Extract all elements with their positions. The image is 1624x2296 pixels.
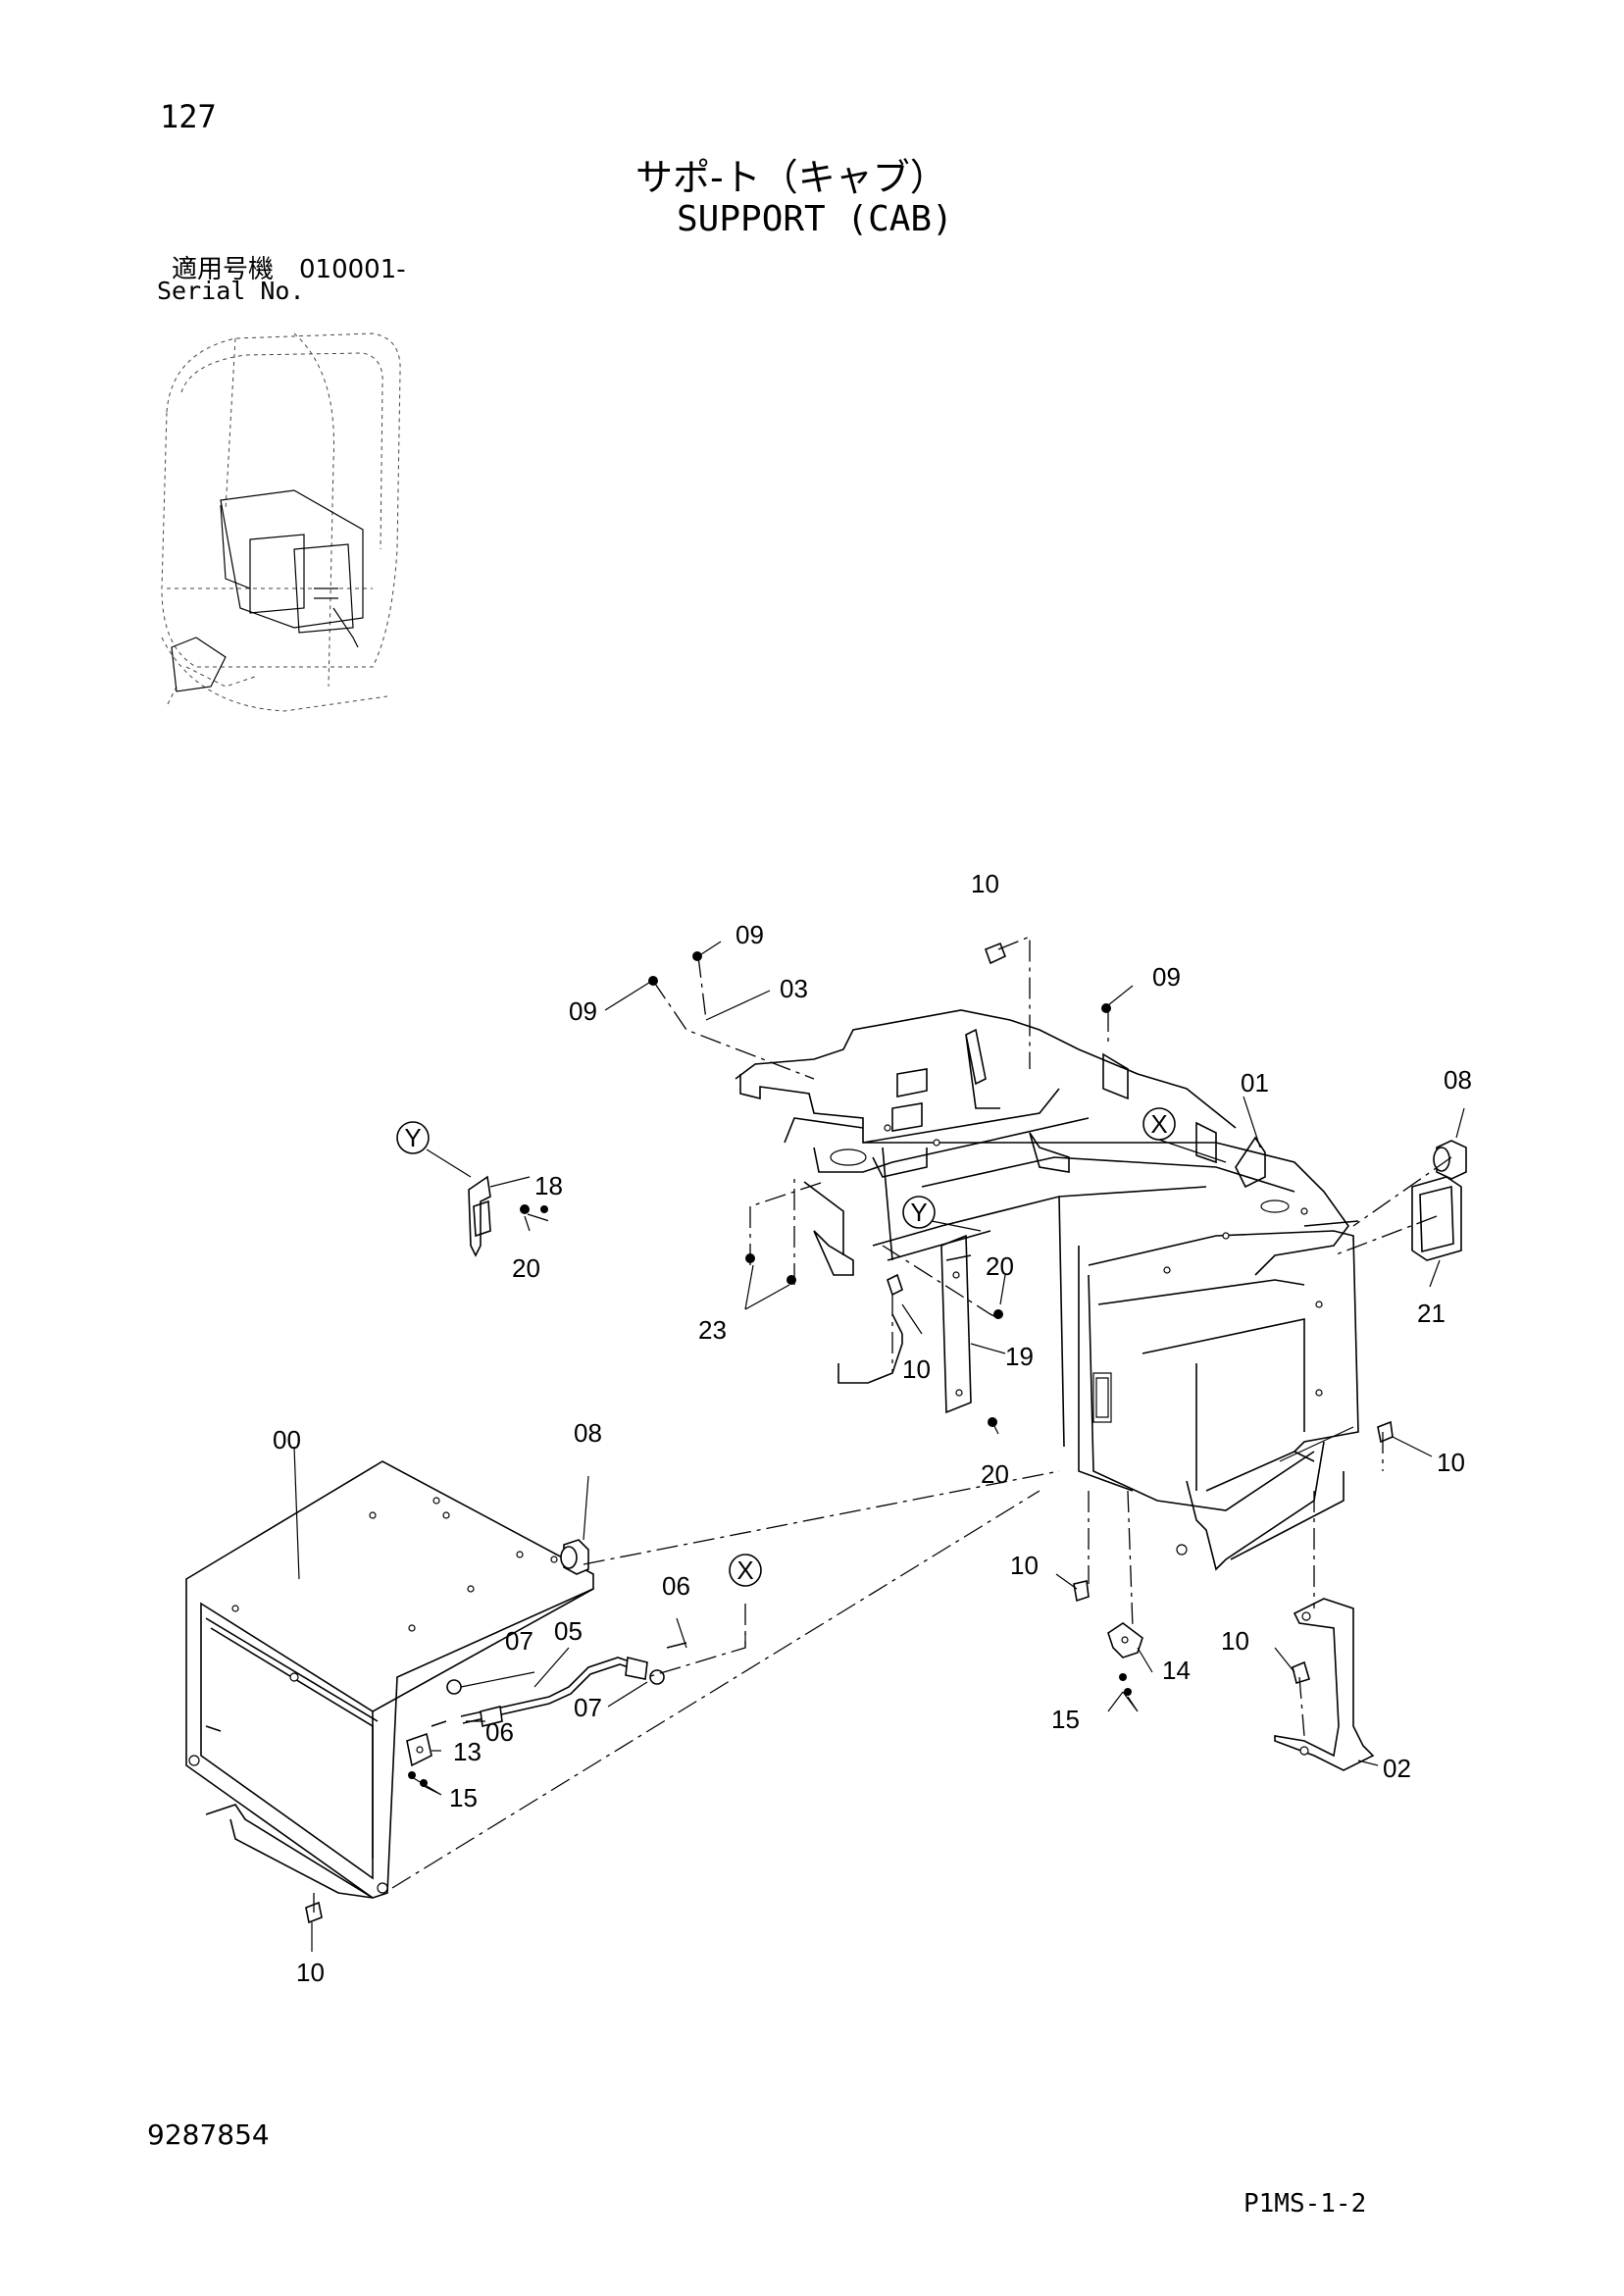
callout-labels: 00 01 02 03 05 06 06 07 07 08 08 09 09 0… (273, 869, 1472, 1987)
callout-01: 01 (1241, 1068, 1269, 1097)
serial-label-japanese: 適用号機 010001- (172, 255, 406, 284)
bolt-markers (305, 942, 1394, 1924)
page-title-japanese: サポ-ト（キャブ） (635, 156, 947, 199)
assembly-lines (313, 936, 1452, 1913)
reference-x-bottom: X (729, 1554, 762, 1587)
seal-21 (1411, 1176, 1462, 1261)
svg-text:X: X (736, 1556, 753, 1585)
callout-07-b: 07 (574, 1693, 602, 1722)
document-number: 9287854 (147, 2118, 270, 2151)
callout-10-b: 10 (902, 1354, 931, 1384)
bracket-02 (1274, 1598, 1375, 1771)
bracket-18 (468, 1175, 530, 1257)
callout-10-f: 10 (296, 1958, 325, 1987)
callout-08-b: 08 (574, 1418, 602, 1448)
svg-text:Y: Y (910, 1198, 927, 1227)
bracket-lower-left (813, 1230, 903, 1384)
callout-21: 21 (1417, 1299, 1446, 1328)
callout-13: 13 (453, 1737, 482, 1766)
callout-10-e: 10 (1221, 1626, 1249, 1656)
callout-09-c: 09 (1152, 962, 1181, 992)
svg-text:Y: Y (404, 1123, 421, 1152)
reference-x-top: X (1142, 1107, 1176, 1141)
callout-06-a: 06 (662, 1571, 690, 1601)
knob-08-upper (1433, 1140, 1467, 1180)
callout-00: 00 (273, 1425, 301, 1454)
callout-06-b: 06 (485, 1717, 514, 1747)
page-number: 127 (160, 98, 217, 135)
callout-02: 02 (1383, 1754, 1411, 1783)
serial-label: Serial No. (157, 277, 305, 305)
callout-08-a: 08 (1444, 1065, 1472, 1095)
callout-05: 05 (554, 1616, 583, 1646)
svg-text:X: X (1150, 1109, 1167, 1139)
bracket-14 (1107, 1622, 1143, 1658)
callout-20-c: 20 (981, 1459, 1009, 1489)
bracket-13 (406, 1732, 432, 1767)
leader-lines (293, 941, 1465, 1952)
callout-19: 19 (1005, 1342, 1034, 1371)
callout-14: 14 (1162, 1656, 1191, 1685)
bracket-19 (940, 1234, 972, 1414)
callout-07-a: 07 (505, 1626, 533, 1656)
callout-20-b: 20 (986, 1251, 1014, 1281)
callout-15-b: 15 (449, 1783, 478, 1812)
callout-23: 23 (698, 1315, 727, 1345)
cover-00 (185, 1460, 594, 1899)
cab-overview-thumbnail (161, 332, 401, 712)
rod-05 (431, 1642, 687, 1727)
callout-09-a: 09 (736, 920, 764, 949)
reference-y-left: Y (396, 1121, 430, 1154)
callout-20-a: 20 (512, 1253, 540, 1283)
page-title: SUPPORT (CAB) (677, 199, 953, 239)
knob-08-lower (560, 1539, 589, 1575)
screw-markers (408, 951, 1132, 1787)
callout-09-b: 09 (569, 996, 597, 1026)
callout-10-d: 10 (1010, 1551, 1039, 1580)
reference-y-center: Y (902, 1196, 936, 1229)
callout-15-a: 15 (1051, 1705, 1080, 1734)
callout-03: 03 (780, 974, 808, 1003)
support-frame-01 (735, 1009, 1359, 1571)
callout-10-c: 10 (1437, 1448, 1465, 1477)
callout-10-a: 10 (971, 869, 999, 898)
callout-18: 18 (534, 1171, 563, 1200)
page-code: P1MS-1-2 (1243, 2189, 1367, 2219)
